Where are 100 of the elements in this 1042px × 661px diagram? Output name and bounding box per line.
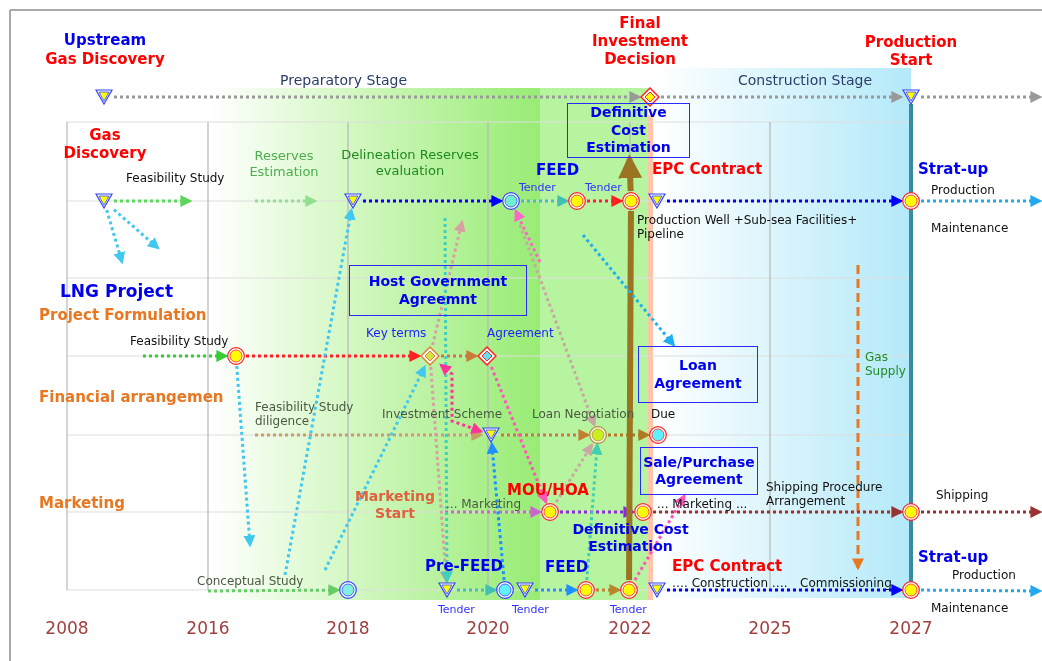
agreement-box: Sale/Purchase Agreement <box>640 447 758 495</box>
milestone-label: Final Investment Decision <box>591 14 689 68</box>
arrow <box>921 195 1042 207</box>
arrow <box>596 584 622 596</box>
agreement-box: Definitive Cost Estimation <box>567 103 690 158</box>
milestone-triangle <box>648 193 666 209</box>
milestone-triangle <box>482 427 500 443</box>
year-label: 2027 <box>888 618 934 639</box>
milestone-circle <box>577 581 595 599</box>
row-heading: Project Formulation <box>39 306 207 324</box>
milestone-circle <box>568 192 586 210</box>
arrow <box>618 154 643 192</box>
arrow <box>114 195 193 207</box>
arrow <box>283 207 356 576</box>
arrow <box>921 91 1042 103</box>
milestone-label: Key terms <box>366 326 427 341</box>
arrow <box>439 363 484 434</box>
milestone-label: Production Start <box>863 33 959 69</box>
arrow <box>445 506 543 518</box>
arrow <box>633 493 686 581</box>
arrow <box>114 91 642 103</box>
milestone-label: Agreement <box>487 326 554 341</box>
connector-line <box>626 211 634 580</box>
milestone-label: Upstream <box>62 31 148 49</box>
edge-label: Conceptual Study <box>197 574 304 589</box>
milestone-label: Gas Discovery <box>44 50 166 68</box>
year-label: 2016 <box>185 618 231 639</box>
arrow <box>323 364 426 571</box>
milestone-triangle <box>648 582 666 598</box>
activity-label: Reserves Estimation <box>248 148 320 180</box>
year-label: 2025 <box>747 618 793 639</box>
arrow <box>560 506 636 518</box>
edge-label: Feasibility Study diligence <box>255 400 355 429</box>
arrow <box>535 584 579 596</box>
milestone-label: Pre-FEED <box>425 557 503 575</box>
milestone-circle <box>902 192 920 210</box>
milestone-triangle <box>516 582 534 598</box>
milestone-label: Tender <box>438 603 475 617</box>
arrow <box>608 429 651 441</box>
milestone-diamond <box>420 346 440 366</box>
activity-label: Maintenance <box>931 601 1009 616</box>
milestone-circle <box>227 347 245 365</box>
edge-label: Construction Stage <box>738 72 873 89</box>
agreement-box: Host Government Agreemnt <box>349 265 527 316</box>
arrow <box>518 224 597 428</box>
agreement-box: Loan Agreement <box>638 346 758 403</box>
arrow <box>440 218 453 584</box>
milestone-circle <box>634 503 652 521</box>
year-label: 2018 <box>325 618 371 639</box>
milestone-circle <box>649 426 667 444</box>
arrow <box>105 209 126 265</box>
arrow <box>113 208 160 250</box>
year-label: 2022 <box>607 618 653 639</box>
milestone-triangle <box>344 193 362 209</box>
arrow <box>521 195 570 207</box>
arrow <box>501 429 591 441</box>
arrow <box>208 584 341 597</box>
milestone-label: Delineation Reserves evaluation <box>340 147 480 179</box>
edge-label: Feasibility Study <box>126 171 225 186</box>
arrow <box>486 441 506 581</box>
milestone-circle <box>496 581 514 599</box>
milestone-triangle <box>902 89 920 105</box>
arrow <box>921 506 1042 518</box>
activity-label: Commissioning <box>800 576 892 591</box>
edge-label: Preparatory Stage <box>280 72 408 89</box>
milestone-triangle <box>95 89 113 105</box>
activity-label: Shipping <box>936 488 989 503</box>
milestone-triangle <box>95 193 113 209</box>
year-label: 2020 <box>465 618 511 639</box>
arrow <box>246 350 422 362</box>
row-heading: LNG Project <box>60 281 173 302</box>
milestone-label: Investment Scheme <box>382 407 503 422</box>
milestone-label: Strat-up <box>918 160 989 178</box>
edge-label: Tender <box>585 181 622 195</box>
arrow <box>587 195 624 207</box>
milestone-diamond <box>640 87 660 107</box>
row-heading: Marketing <box>39 494 125 512</box>
activity-label: Production <box>952 568 1016 583</box>
arrow <box>667 195 904 207</box>
arrow <box>514 208 542 263</box>
arrow <box>554 442 594 503</box>
arrow <box>653 506 904 518</box>
milestone-triangle <box>438 582 456 598</box>
milestone-label: Feasibility Study <box>130 334 229 349</box>
milestone-diamond <box>477 346 497 366</box>
milestone-circle <box>622 192 640 210</box>
milestone-circle <box>902 581 920 599</box>
arrow <box>661 91 904 103</box>
phase-label: FEED <box>545 558 589 576</box>
activity-label: Gas Supply <box>865 350 907 379</box>
milestone-label: Strat-up <box>918 548 989 566</box>
milestone-label: Gas Discovery <box>62 126 148 162</box>
arrow <box>457 584 498 596</box>
milestone-label: Tender <box>610 603 647 617</box>
arrow <box>431 219 466 346</box>
milestone-label: MOU/HOA <box>507 481 589 499</box>
activity-label: Shipping Procedure Arrangement <box>766 480 884 509</box>
edge-label: Tender <box>519 181 556 195</box>
milestone-label: EPC Contract <box>652 160 763 178</box>
milestone-circle <box>902 503 920 521</box>
